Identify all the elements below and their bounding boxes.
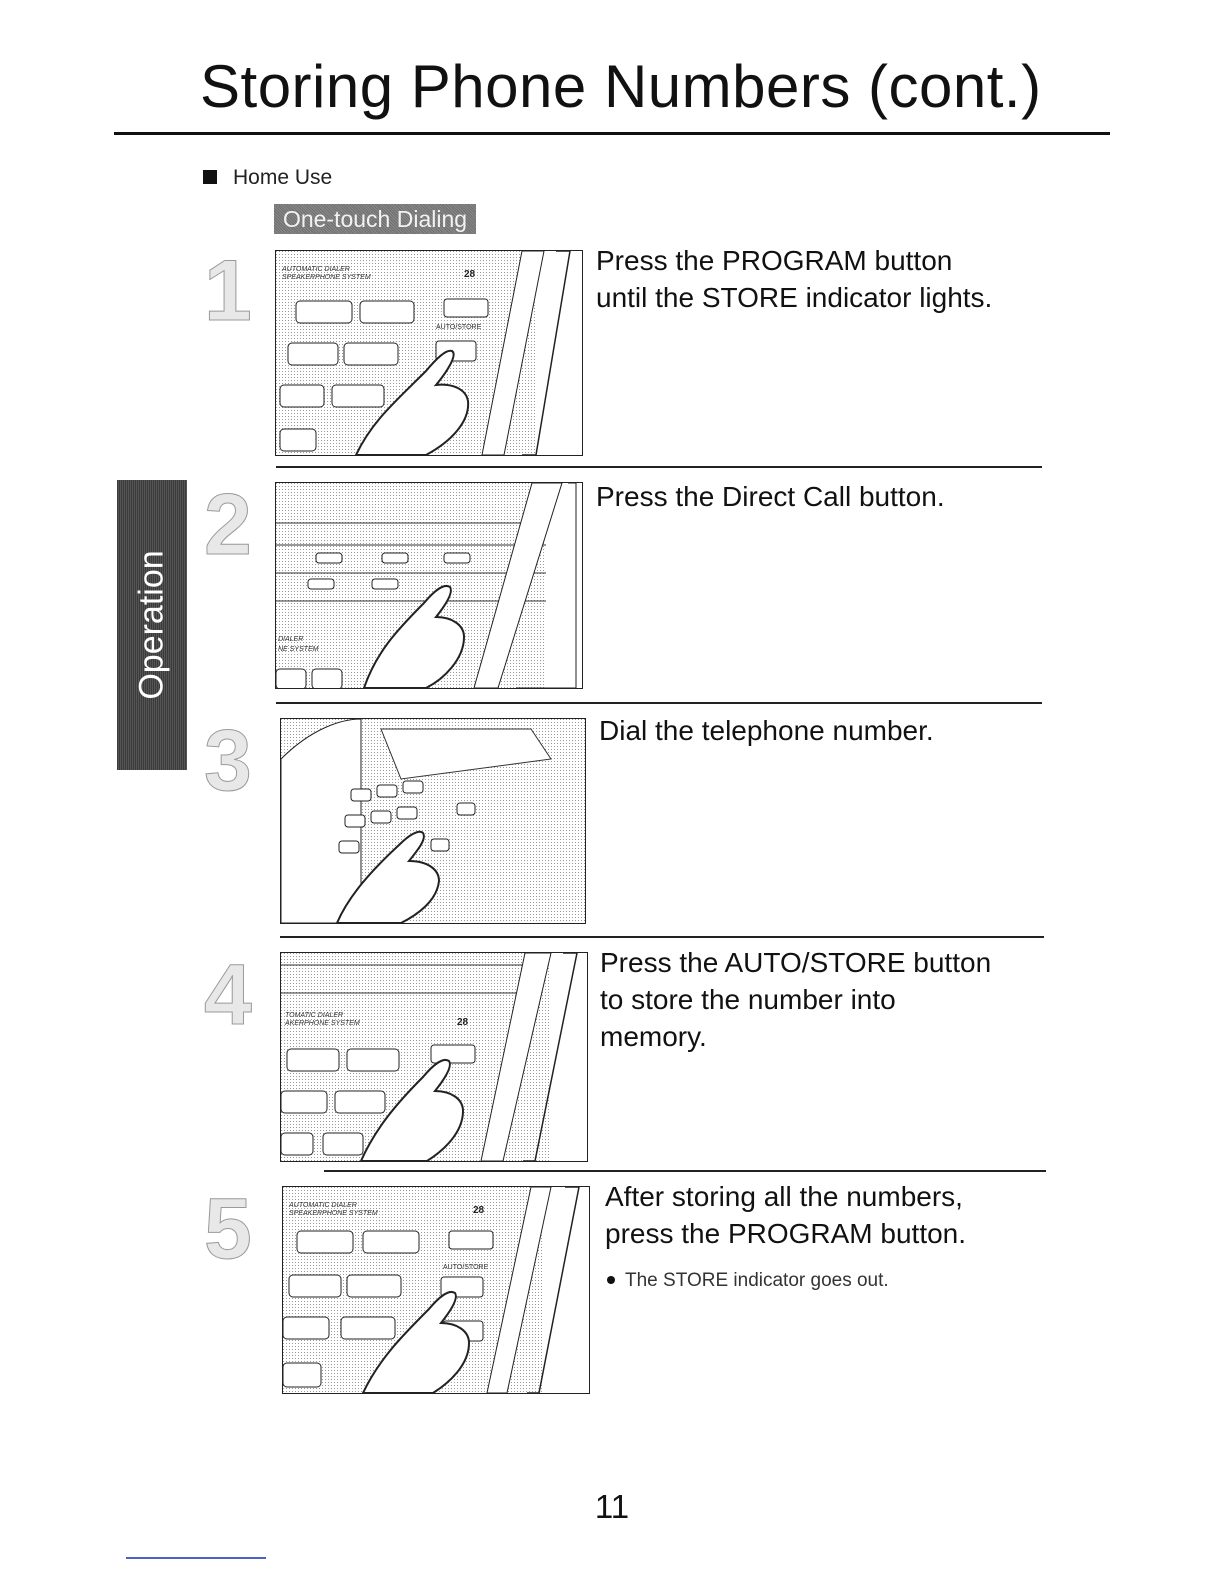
step-5-text: After storing all the numbers, press the… [605,1178,966,1252]
keypad-press-program-again-illustration: AUTOMATIC DIALER SPEAKERPHONE SYSTEM 28 … [283,1187,580,1393]
svg-text:TOMATIC DIALER: TOMATIC DIALER [285,1012,343,1019]
svg-text:28: 28 [473,1205,485,1216]
step-4-line-2: to store the number into [600,984,896,1015]
svg-text:SPEAKERPHONE SYSTEM: SPEAKERPHONE SYSTEM [282,274,371,281]
step-2-line-1: Press the Direct Call button. [596,481,945,512]
step-5-line-1: After storing all the numbers, [605,1181,963,1212]
step-divider [276,466,1042,468]
svg-text:28: 28 [457,1017,469,1028]
svg-text:SPEAKERPHONE SYSTEM: SPEAKERPHONE SYSTEM [289,1210,378,1217]
step-1-line-2: until the STORE indicator lights. [596,282,993,313]
step-number-1: 1 [204,243,253,339]
svg-text:DIALER: DIALER [278,636,303,643]
step-4-illustration: TOMATIC DIALER AKERPHONE SYSTEM 28 [280,952,588,1162]
step-5-line-2: press the PROGRAM button. [605,1218,967,1249]
section-label: Home Use [203,166,332,190]
auto-store-button-illustration: TOMATIC DIALER AKERPHONE SYSTEM 28 [281,953,578,1161]
step-1-text: Press the PROGRAM button until the STORE… [596,242,992,316]
step-3-line-1: Dial the telephone number. [599,715,934,746]
direct-call-buttons-illustration: DIALER NE SYSTEM [276,483,577,688]
footer-accent-line [126,1557,266,1559]
step-5-note: The STORE indicator goes out. [607,1270,889,1292]
step-5-illustration: AUTOMATIC DIALER SPEAKERPHONE SYSTEM 28 … [282,1186,590,1394]
step-divider [280,936,1044,938]
step-2-illustration: DIALER NE SYSTEM [275,482,583,689]
step-number-2: 2 [204,477,253,573]
step-4-text: Press the AUTO/STORE button to store the… [600,944,991,1055]
side-tab-operation: Operation [117,480,187,770]
bullet-dot-icon [607,1276,615,1284]
square-bullet-icon [203,170,217,184]
svg-text:28: 28 [464,269,476,280]
svg-text:AUTOMATIC DIALER: AUTOMATIC DIALER [281,266,350,273]
step-divider [324,1170,1046,1172]
step-3-text: Dial the telephone number. [599,712,934,749]
step-number-4: 4 [204,947,253,1043]
svg-text:AUTOMATIC DIALER: AUTOMATIC DIALER [288,1202,357,1209]
step-number-3: 3 [204,713,253,809]
step-number-5: 5 [204,1181,253,1277]
step-4-line-1: Press the AUTO/STORE button [600,947,992,978]
step-2-text: Press the Direct Call button. [596,478,945,515]
svg-text:AUTO/STORE: AUTO/STORE [436,324,482,331]
svg-text:AUTO/STORE: AUTO/STORE [443,1264,489,1271]
step-divider [276,702,1042,704]
svg-text:AKERPHONE SYSTEM: AKERPHONE SYSTEM [284,1020,360,1027]
page-title: Storing Phone Numbers (cont.) [200,53,1042,120]
side-tab-label: Operation [132,550,171,700]
svg-text:NE SYSTEM: NE SYSTEM [278,646,319,653]
step-5-note-text: The STORE indicator goes out. [625,1270,889,1291]
dial-number-keypad-illustration [281,719,585,923]
subheading-one-touch-dialing: One-touch Dialing [274,204,476,234]
step-1-illustration: AUTOMATIC DIALER SPEAKERPHONE SYSTEM 28 … [275,250,583,456]
keypad-press-program-illustration: AUTOMATIC DIALER SPEAKERPHONE SYSTEM 28 … [276,251,571,455]
page-number: 11 [594,1488,630,1525]
step-4-line-3: memory. [600,1021,707,1052]
step-3-illustration [280,718,586,924]
title-divider [114,132,1110,135]
section-label-text: Home Use [233,166,333,189]
step-1-line-1: Press the PROGRAM button [596,245,953,276]
